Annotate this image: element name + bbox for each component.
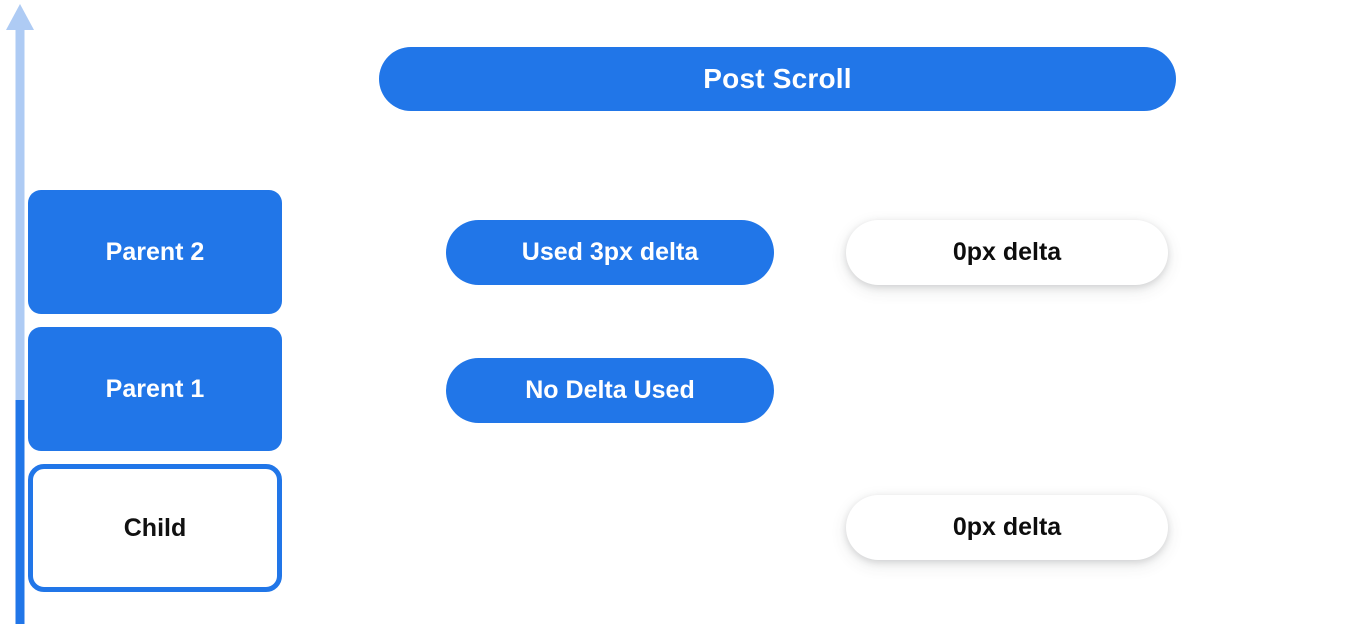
arrow-up-icon [6,4,34,400]
note-pill-remaining-delta-top-label: 0px delta [952,238,1062,266]
bubble-up-arrow [0,0,40,400]
post-scroll-header-pill: Post Scroll [379,47,1176,111]
scroll-box-child: Child [28,464,282,592]
note-pill-used-delta: Used 3px delta [446,220,774,285]
scroll-box-parent-2: Parent 2 [28,190,282,314]
note-pill-remaining-delta-top: 0px delta [846,220,1168,285]
scroll-propagation-arrow [0,400,40,624]
note-pill-remaining-delta-bottom-label: 0px delta [952,513,1062,541]
scroll-box-parent-2-label: Parent 2 [105,237,205,266]
scroll-box-child-label: Child [123,513,187,542]
note-pill-remaining-delta-bottom: 0px delta [846,495,1168,560]
note-pill-used-delta-label: Used 3px delta [521,238,699,266]
post-scroll-header-label: Post Scroll [703,63,852,94]
note-pill-no-delta-used: No Delta Used [446,358,774,423]
arrow-down-icon [15,400,25,624]
scroll-box-parent-1: Parent 1 [28,327,282,451]
scroll-box-parent-1-label: Parent 1 [105,374,205,403]
note-pill-no-delta-used-label: No Delta Used [525,376,695,404]
